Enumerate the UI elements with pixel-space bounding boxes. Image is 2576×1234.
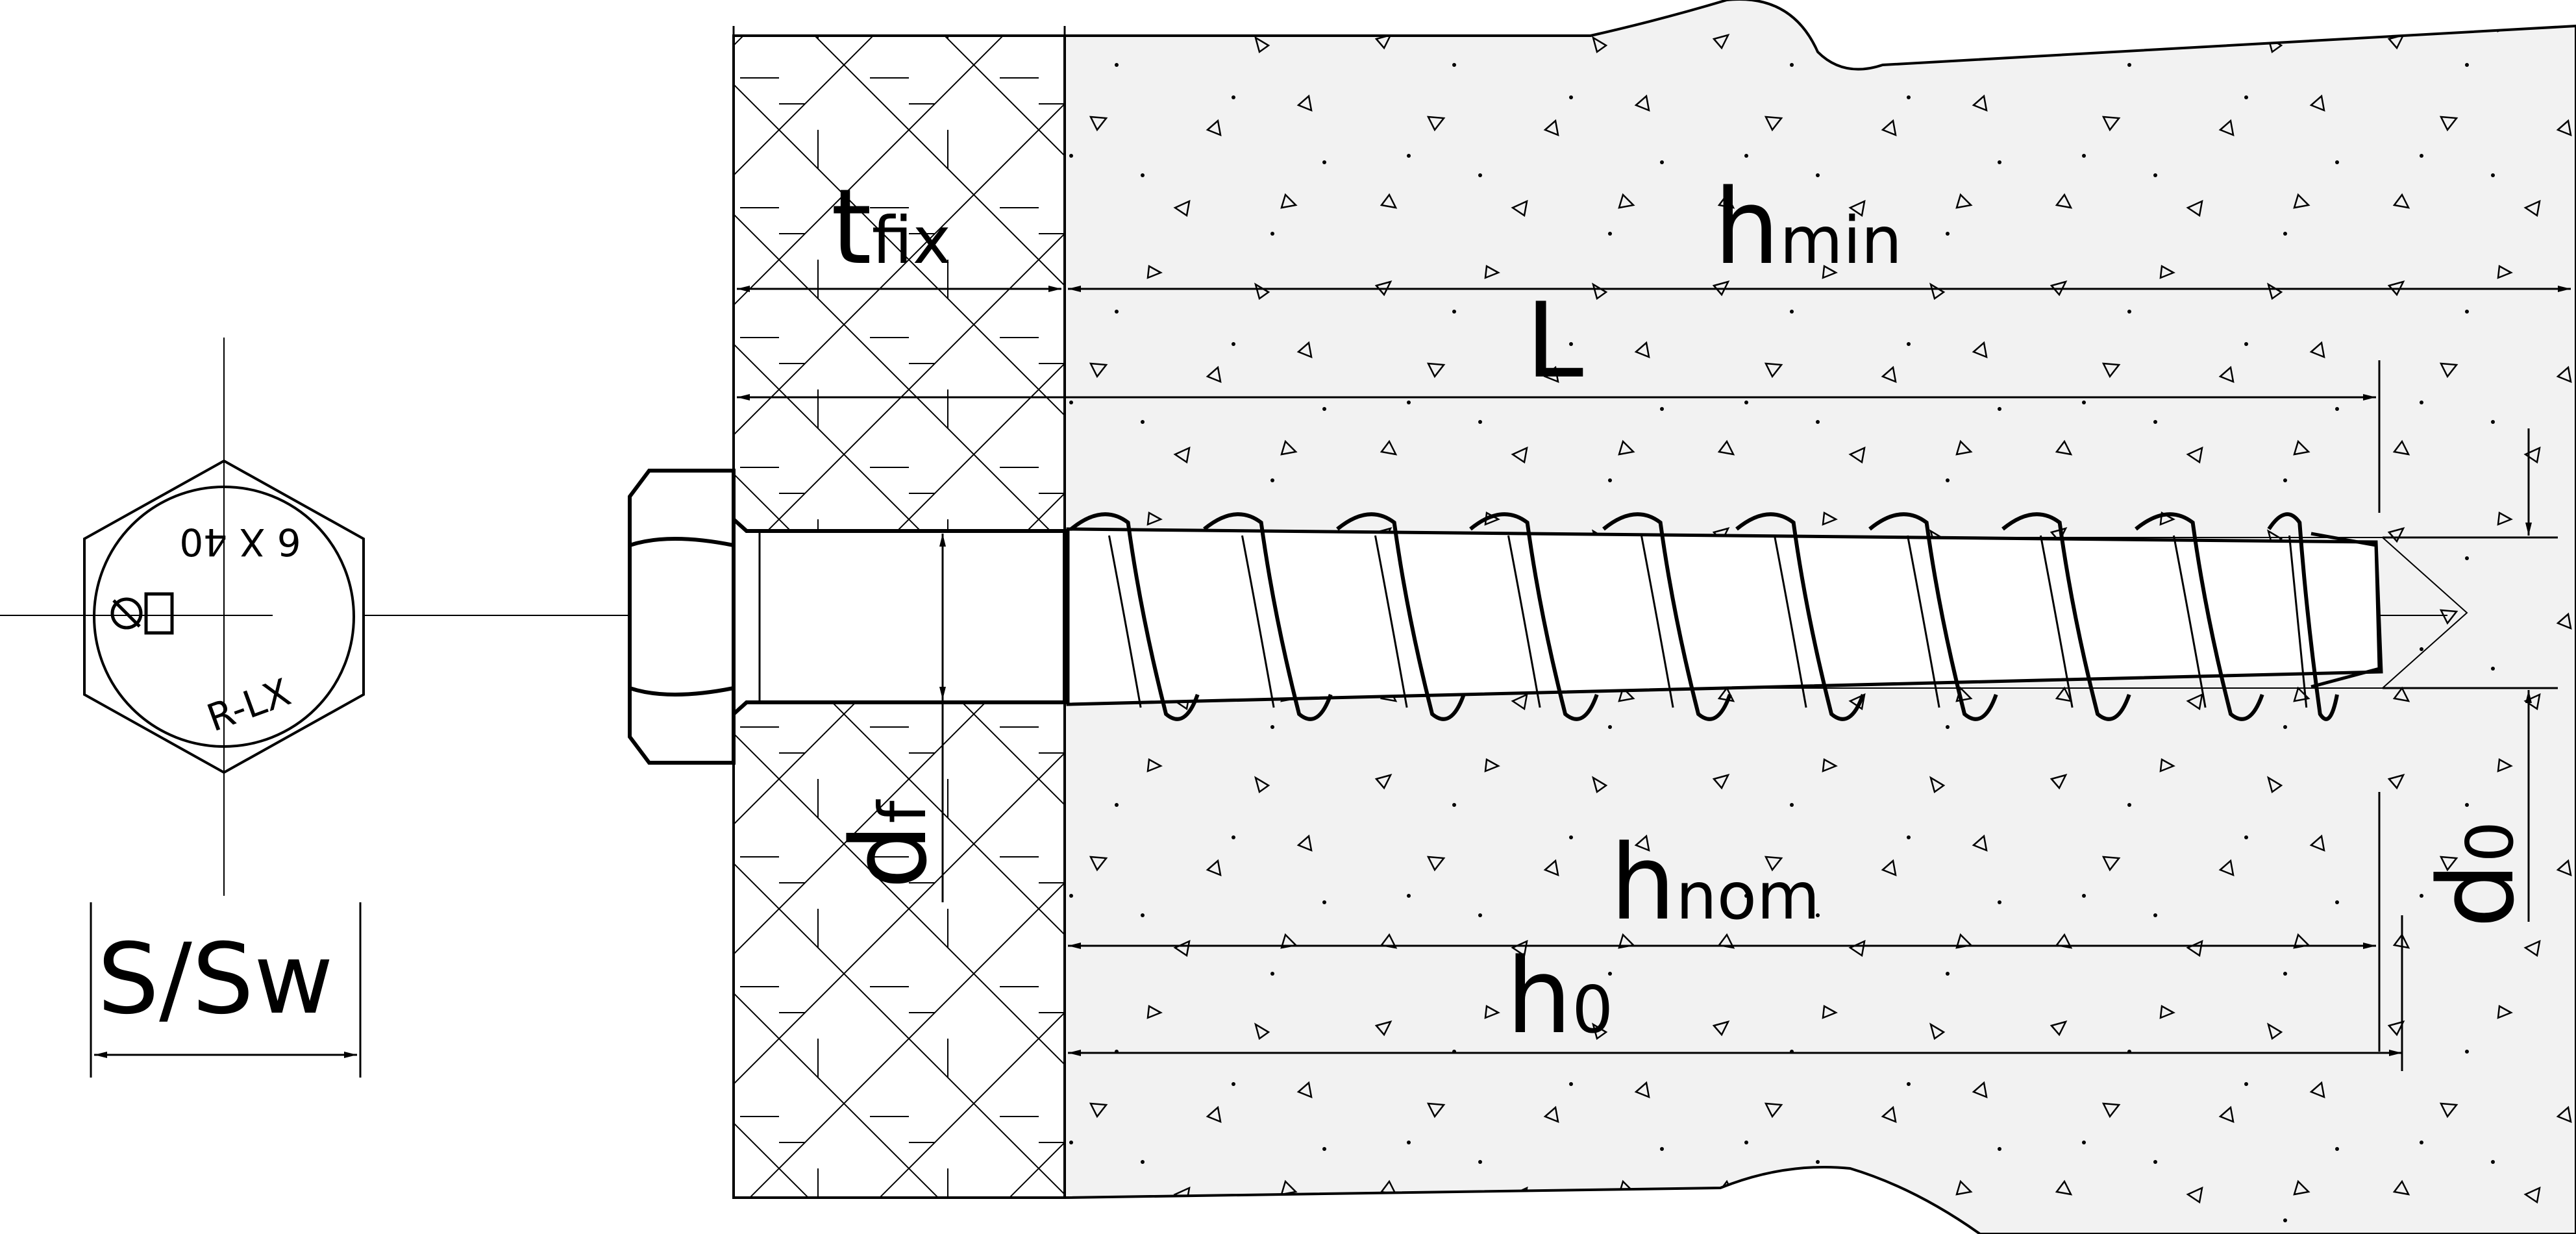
label-h-nom: hnom (1610, 822, 1820, 943)
thread-flank (2172, 535, 2207, 708)
thread-flank (1374, 535, 1408, 708)
thread-flank (2288, 535, 2308, 708)
thread-flank (2039, 535, 2074, 708)
label-t-fix: tfix (831, 166, 951, 288)
label-d-f: df (828, 798, 950, 889)
thread-crest (1070, 512, 1200, 721)
thread-crest (2001, 512, 2131, 721)
rawlplug-logo (110, 592, 174, 635)
thread-crest (1469, 512, 1599, 721)
label-L: L (1526, 280, 1583, 401)
label-h-0: h0 (1506, 935, 1613, 1057)
label-h-min: hmin (1714, 166, 1902, 288)
thread-flank (1507, 535, 1541, 708)
thread-crest (2135, 512, 2264, 721)
thread-crest (1735, 512, 1865, 721)
thread-crest (1602, 512, 1732, 721)
thread-crest (1868, 512, 1998, 721)
bolt-shank (732, 515, 1067, 719)
thread-crest (2267, 512, 2339, 721)
label-d-0: d0 (2416, 821, 2537, 928)
thread-flank (1640, 535, 1674, 708)
thread-flank (1241, 535, 1275, 708)
bolt-head (628, 469, 736, 765)
screw-tip (2310, 532, 2381, 689)
thread-flank (1108, 535, 1142, 708)
hex-head-end-view: 6 X 40 R-LX (0, 338, 365, 896)
screw-thread (1066, 512, 2383, 721)
thread-flank (1773, 535, 1807, 708)
head-marking-size: 6 X 40 (179, 520, 301, 564)
dimension-lines (90, 26, 2571, 1078)
thread-flank (1906, 535, 1940, 708)
thread-crest (1336, 512, 1466, 721)
thread-crest (1203, 512, 1333, 721)
label-s-sw: S/Sw (97, 923, 334, 1036)
